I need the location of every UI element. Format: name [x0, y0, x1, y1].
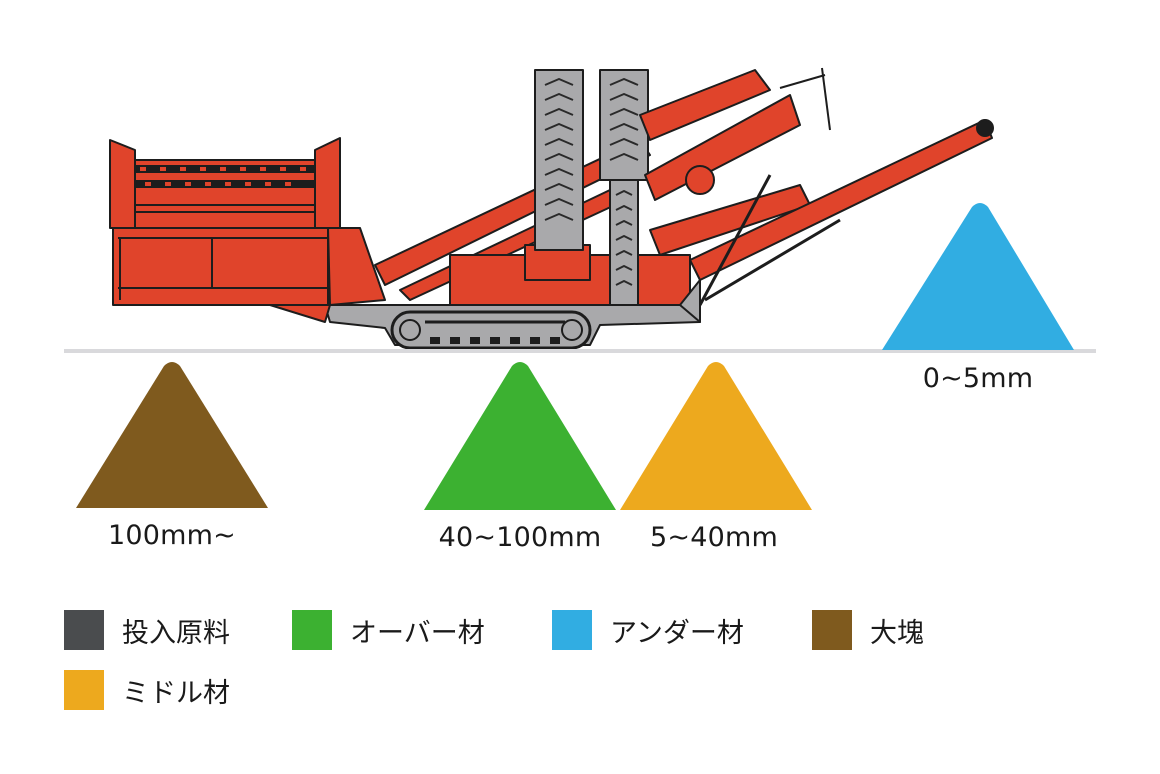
swatch-icon: [812, 610, 852, 650]
triangle-pile-icon: [76, 362, 268, 508]
pile-over: [424, 360, 616, 510]
swatch-icon: [292, 610, 332, 650]
legend-label: オーバー材: [350, 617, 485, 649]
legend-item-over: オーバー材: [292, 609, 485, 651]
legend-label: アンダー材: [610, 617, 744, 649]
pile-middle: [620, 360, 812, 510]
pile-label-over: 40~100mm: [438, 522, 602, 553]
under-conveyor: [689, 119, 993, 281]
legend-label: ミドル材: [122, 677, 230, 709]
legend-label: 大塊: [870, 617, 924, 649]
ground-line: [64, 349, 1096, 353]
legend-item-under: アンダー材: [552, 609, 744, 651]
pile-label-under: 0~5mm: [922, 363, 1034, 394]
screening-machine-illustration: [109, 67, 994, 350]
pile-label-middle: 5~40mm: [650, 522, 778, 553]
triangle-pile-icon: [620, 362, 812, 510]
legend-item-middle: ミドル材: [64, 669, 230, 711]
swatch-icon: [64, 670, 104, 710]
pile-label-oversize: 100mm~: [108, 520, 236, 551]
triangle-pile-icon: [882, 203, 1074, 350]
legend-item-oversize: 大塊: [812, 609, 924, 651]
hopper-box: [112, 227, 329, 306]
legend-item-input-material: 投入原料: [64, 609, 230, 651]
legend-label: 投入原料: [122, 617, 230, 649]
vertical-belt-left: [534, 69, 584, 251]
swatch-icon: [552, 610, 592, 650]
vertical-belt-lower: [609, 179, 639, 306]
triangle-pile-icon: [424, 362, 616, 510]
pile-under: [882, 201, 1074, 350]
pile-oversize-lumps: [76, 360, 268, 508]
over-conveyor: [639, 69, 771, 141]
swatch-icon: [64, 610, 104, 650]
